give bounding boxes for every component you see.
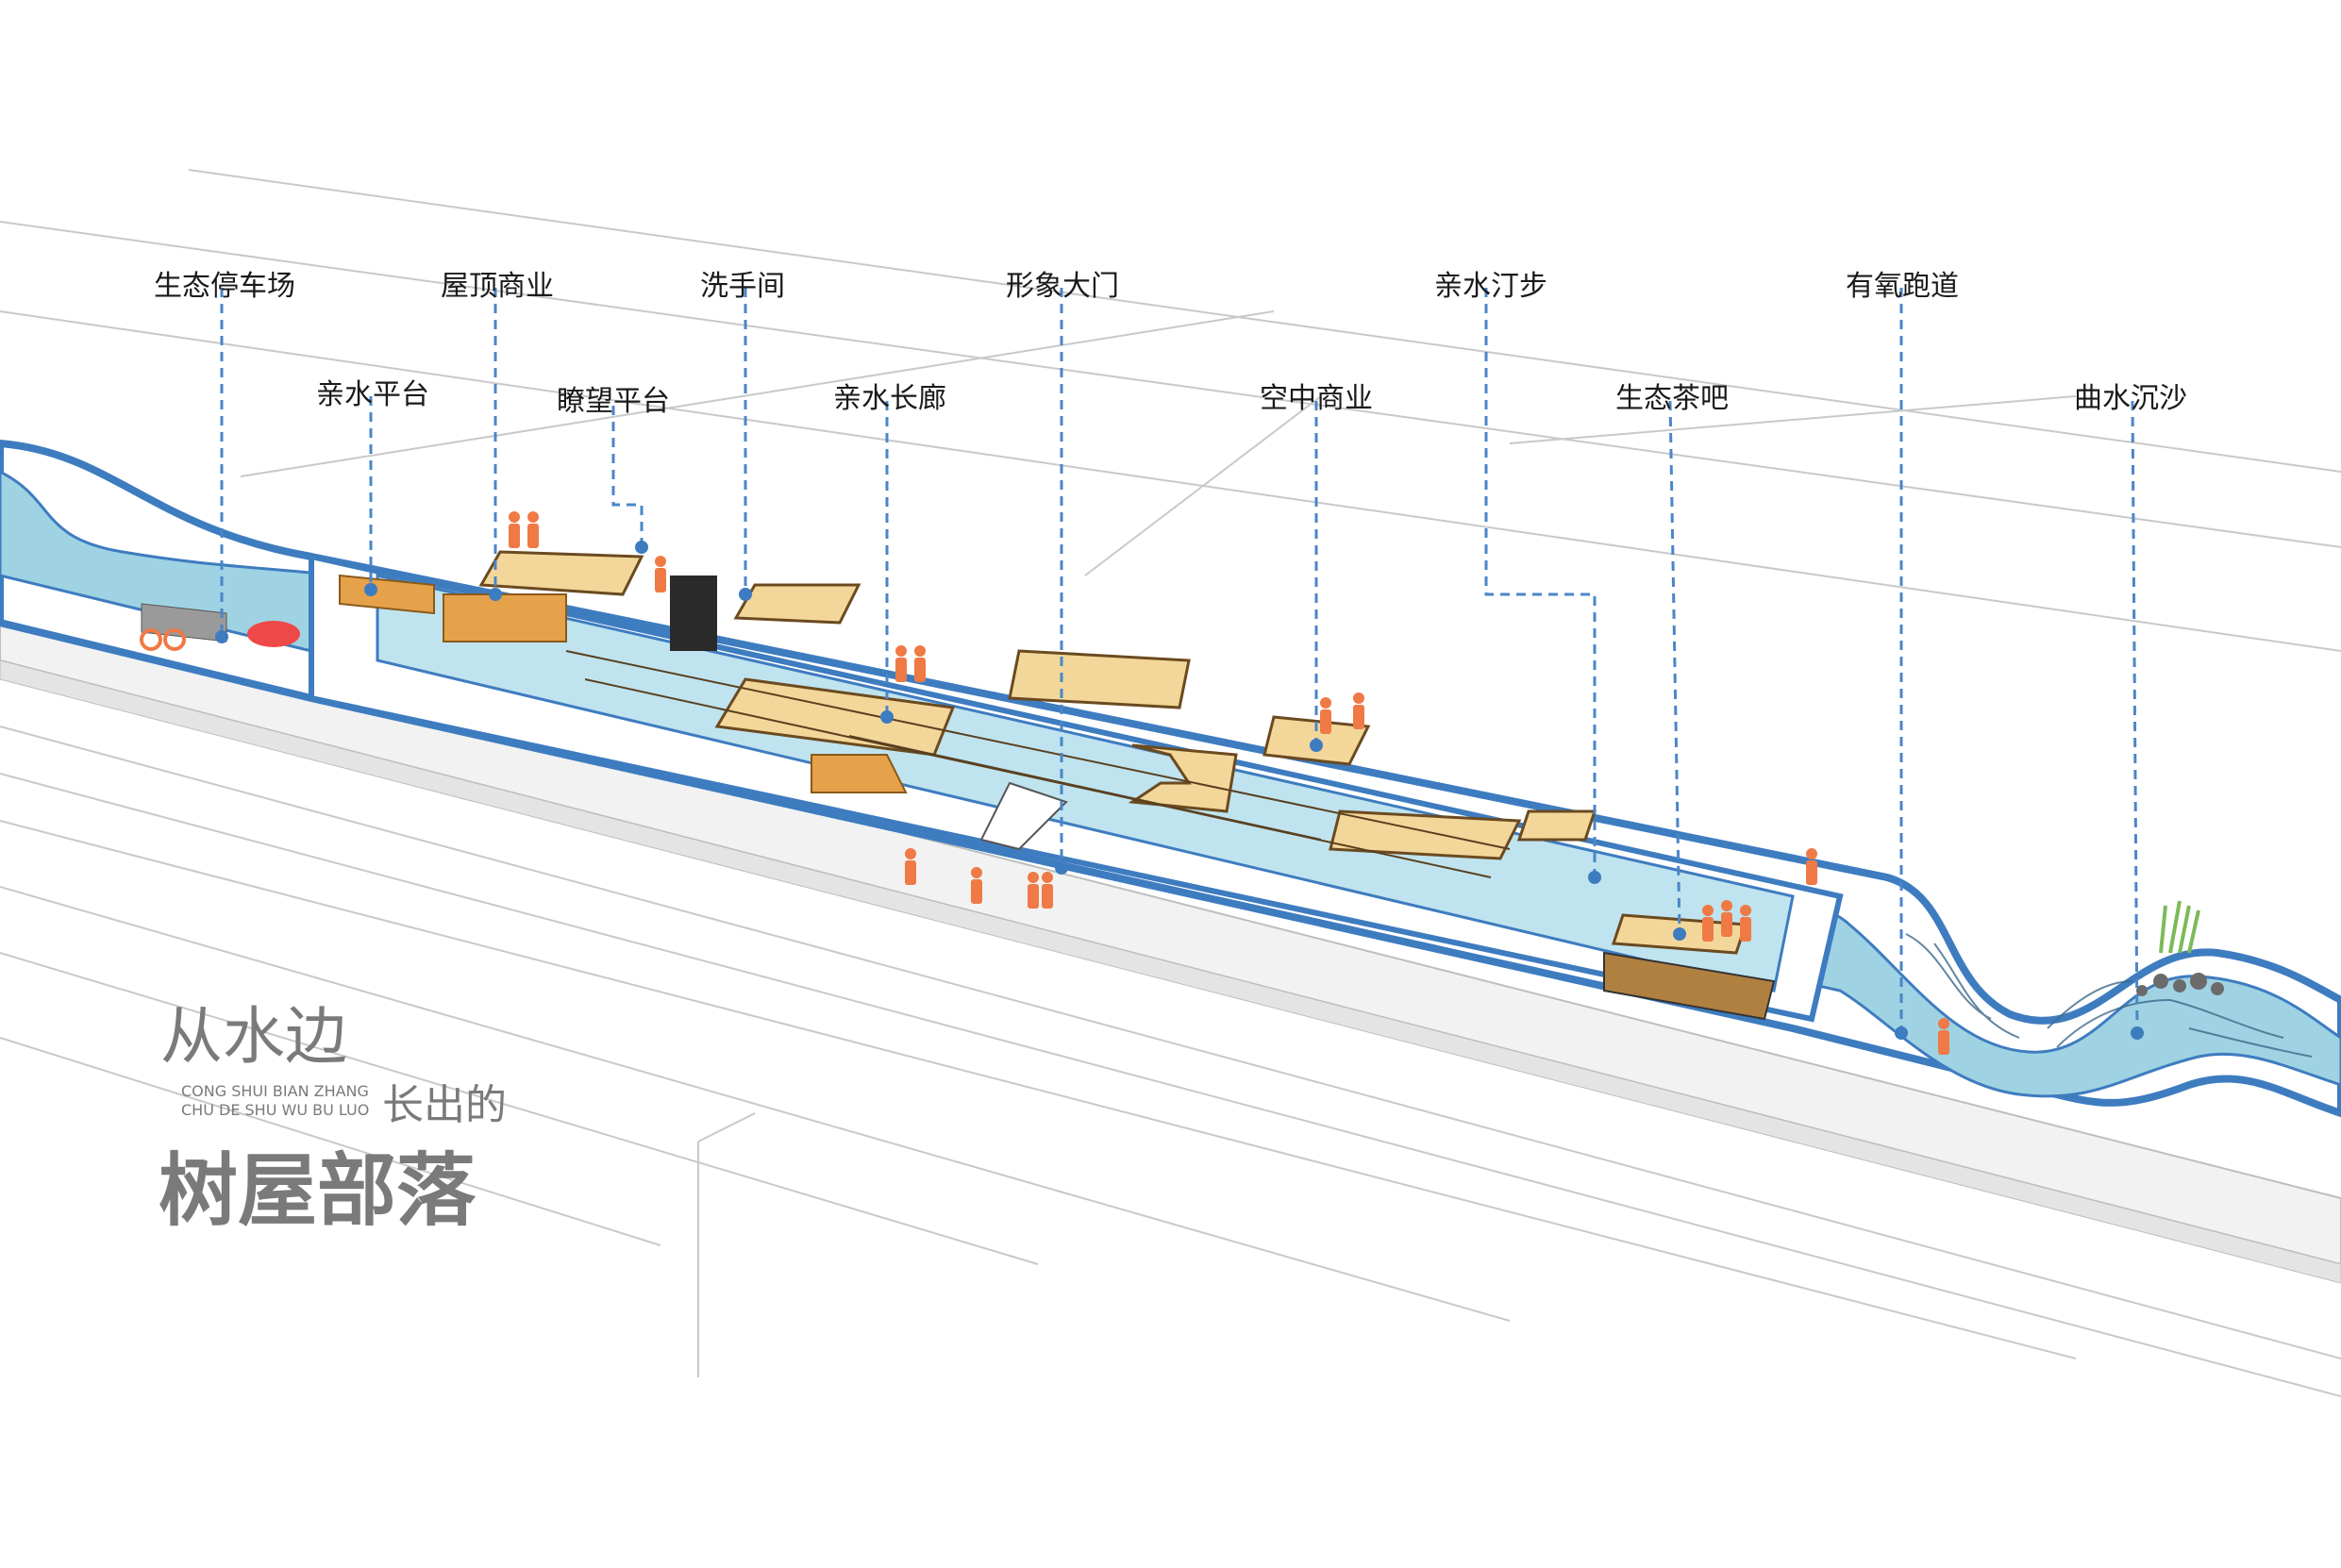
title-line-2: 长出的 [382,1081,507,1129]
title-pinyin-2: CHU DE SHU WU BU LUO [181,1101,370,1119]
callout-label-rooftop-commerce: 屋顶商业 [441,270,554,303]
callout-label-water-corridor: 亲水长廊 [833,382,946,415]
callout-dot-aerobic-track [1895,1026,1908,1040]
callout-dots [215,541,2144,1040]
callout-dot-sky-commerce [1310,739,1323,752]
person-figure [895,645,907,682]
callout-label-viewing-platform: 瞭望平台 [557,385,670,418]
person-figure [905,848,916,885]
vehicles [140,621,300,651]
callout-dot-water-platform [364,583,377,596]
callout-dot-viewing-platform [635,541,648,554]
person-figure [1721,900,1732,937]
title-line-1: 从水边 [160,1000,347,1073]
person-figure [1320,697,1331,734]
person-figure [1042,872,1053,909]
callout-dot-rooftop-commerce [489,588,502,601]
person-figure [1938,1018,1949,1055]
person-figure [527,511,539,548]
callout-label-eco-parking: 生态停车场 [154,270,295,303]
callout-dot-meander-sand [2131,1026,2144,1040]
person-figure [1806,848,1817,885]
callout-dot-image-gate [1055,861,1068,875]
callout-label-water-platform: 亲水平台 [316,378,429,411]
callout-dot-restroom [739,588,752,601]
people-figures [509,511,1949,1055]
callout-leader-eco-tea-bar [1668,400,1681,935]
road-band [0,602,2341,1284]
callout-leader-viewing-platform [611,406,644,547]
person-figure [655,556,666,592]
callout-label-water-steps: 亲水汀步 [1434,270,1547,303]
person-figure [1740,905,1751,942]
person-figure [1028,872,1039,909]
callout-label-meander-sand: 曲水沉沙 [2074,382,2187,415]
person-figure [971,867,982,904]
callout-leader-meander-sand [2131,400,2139,1034]
site-ground-lines [0,169,2341,1397]
architecture-complex [141,550,1844,1023]
callout-label-eco-tea-bar: 生态茶吧 [1615,382,1729,415]
callout-leader-water-steps [1484,288,1597,877]
person-figure [914,645,926,682]
callout-dot-eco-parking [215,630,228,643]
callout-dot-water-steps [1588,871,1601,884]
callout-dot-water-corridor [880,710,894,724]
callout-label-sky-commerce: 空中商业 [1260,382,1373,415]
callout-dot-eco-tea-bar [1673,927,1686,941]
person-figure [1353,692,1364,729]
callout-leaders [220,288,2139,1034]
person-figure [1702,905,1714,942]
person-figure [509,511,520,548]
callout-label-image-gate: 形象大门 [1006,270,1119,303]
callout-label-aerobic-track: 有氧跑道 [1846,270,1959,303]
callout-label-restroom: 洗手间 [700,270,785,303]
title-line-3: 树屋部落 [159,1143,477,1237]
title-pinyin-1: CONG SHUI BIAN ZHANG [181,1082,369,1100]
